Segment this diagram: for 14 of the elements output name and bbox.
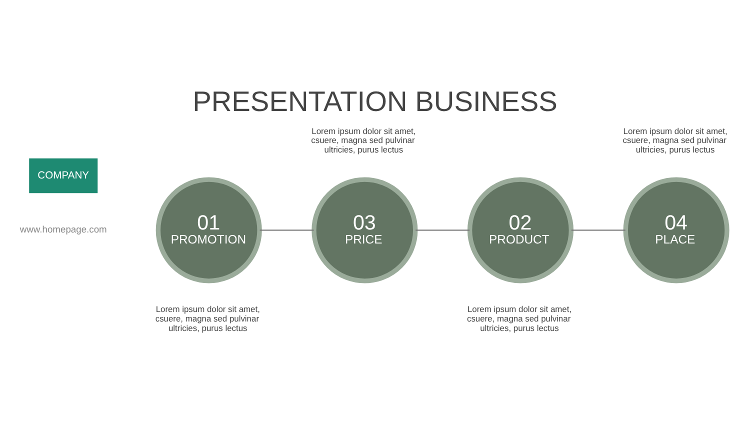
node-label: Lorem ipsum dolor sit amet, csuere, magna sed pulvinar ultricies, purus lectus bbox=[466, 304, 572, 333]
connector bbox=[571, 230, 626, 231]
diagram-title: PRESENTATION BUSINESS bbox=[192, 86, 558, 118]
label: COMPANY bbox=[38, 170, 90, 182]
node-circle: 02 PRODUCT bbox=[467, 177, 574, 284]
node-circle: 01 PROMOTION bbox=[156, 177, 262, 284]
label: www.homepage.com bbox=[20, 224, 107, 235]
node-label: Lorem ipsum dolor sit amet, csuere, magna sed pulvinar ultricies, purus lectus bbox=[622, 126, 728, 155]
connector bbox=[260, 230, 314, 231]
node-circle: 03 PRICE bbox=[312, 177, 418, 284]
connector bbox=[416, 230, 470, 231]
node-label: Lorem ipsum dolor sit amet, csuere, magna sed pulvinar ultricies, purus lectus bbox=[311, 126, 416, 155]
node-circle: 04 PLACE bbox=[623, 177, 730, 284]
node-label: Lorem ipsum dolor sit amet, csuere, magna sed pulvinar ultricies, purus lectus bbox=[155, 304, 260, 333]
